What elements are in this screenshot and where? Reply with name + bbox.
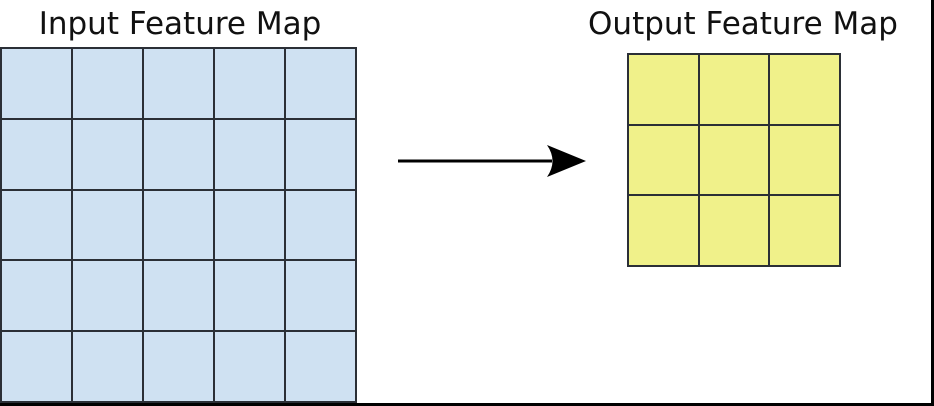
grid-cell <box>72 48 143 119</box>
grid-cell <box>1 48 72 119</box>
grid-cell <box>72 260 143 332</box>
frame-right-border <box>931 0 934 406</box>
grid-cell <box>72 118 143 190</box>
grid-cell <box>285 189 356 261</box>
grid-cell <box>628 124 699 196</box>
grid-cell <box>769 195 840 266</box>
input-feature-map-grid <box>0 47 357 403</box>
grid-cell <box>143 118 214 190</box>
grid-cell <box>285 118 356 190</box>
grid-cell <box>285 331 356 402</box>
grid-cell <box>285 260 356 332</box>
grid-cell <box>698 124 770 196</box>
grid-cell <box>285 48 356 119</box>
grid-cell <box>214 260 285 332</box>
grid-cell <box>628 54 699 125</box>
grid-cell <box>769 54 840 125</box>
grid-cell <box>143 331 214 402</box>
grid-cell <box>72 331 143 402</box>
grid-cell <box>1 189 72 261</box>
frame-bottom-border <box>0 403 934 406</box>
grid-cell <box>143 260 214 332</box>
grid-cell <box>628 195 699 266</box>
grid-cell <box>769 124 840 196</box>
grid-cell <box>72 189 143 261</box>
grid-cell <box>214 118 285 190</box>
output-feature-map-grid <box>627 53 841 267</box>
output-feature-map-title: Output Feature Map <box>588 5 898 42</box>
grid-cell <box>698 54 770 125</box>
grid-cell <box>698 195 770 266</box>
input-feature-map-title: Input Feature Map <box>38 5 322 42</box>
grid-cell <box>214 48 285 119</box>
grid-cell <box>1 331 72 402</box>
grid-cell <box>214 331 285 402</box>
grid-cell <box>143 189 214 261</box>
grid-cell <box>214 189 285 261</box>
right-arrow-icon <box>398 145 586 177</box>
grid-cell <box>1 118 72 190</box>
grid-cell <box>143 48 214 119</box>
transform-arrow <box>390 139 600 183</box>
grid-cell <box>1 260 72 332</box>
